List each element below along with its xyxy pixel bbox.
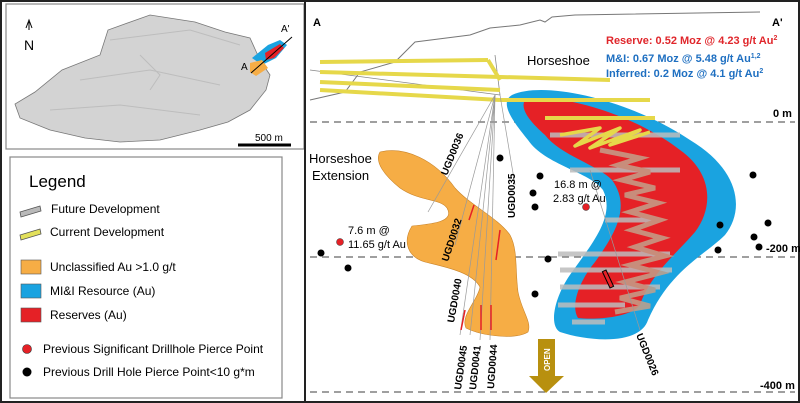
section-label-a: A bbox=[313, 17, 321, 29]
drillhole-label-ugd0044: UGD0044 bbox=[486, 344, 500, 390]
current-development bbox=[319, 58, 655, 150]
legend-label-reserves: Reserves (Au) bbox=[50, 308, 127, 322]
north-arrow-icon bbox=[25, 18, 33, 30]
drillhole-intercepts bbox=[460, 204, 501, 331]
legend-black-dot-icon bbox=[22, 367, 32, 377]
legend-title: Legend bbox=[29, 172, 86, 191]
drillhole-label-ugd0035: UGD0035 bbox=[507, 173, 518, 218]
drillhole-label-ugd0041: UGD0041 bbox=[468, 345, 484, 391]
significant-pierce-point-1 bbox=[336, 238, 344, 246]
intercept-1-grade: 11.65 g/t Au bbox=[348, 239, 406, 251]
legend-label-mi: MI&I Resource (Au) bbox=[50, 284, 155, 298]
legend-swatch-reserves bbox=[20, 307, 42, 323]
open-label: OPEN bbox=[543, 348, 552, 371]
elevation-label-0: 0 m bbox=[773, 108, 792, 120]
mi-stats: M&I: 0.67 Moz @ 5.48 g/t Au1,2 bbox=[606, 53, 761, 65]
inset-extension-zone bbox=[250, 60, 268, 76]
legend-swatch-current bbox=[19, 228, 42, 241]
pit-contours bbox=[49, 29, 241, 116]
elevation-label-200: -200 m bbox=[766, 243, 800, 255]
legend-label-unclassified: Unclassified Au >1.0 g/t bbox=[50, 260, 176, 274]
reserve-zone bbox=[523, 98, 708, 319]
legend-swatch-future bbox=[19, 205, 42, 218]
legend-red-dot-icon bbox=[22, 344, 32, 354]
section-label-a-prime: A' bbox=[772, 17, 783, 29]
north-label: N bbox=[24, 37, 34, 53]
elevation-label-400: -400 m bbox=[760, 380, 795, 392]
legend-swatch-unclassified bbox=[20, 259, 42, 275]
inset-label-a-prime: A' bbox=[281, 24, 290, 35]
drill-pierce-points bbox=[317, 154, 772, 298]
legend-label-significant: Previous Significant Drillhole Pierce Po… bbox=[43, 342, 264, 356]
section-line bbox=[250, 36, 293, 74]
intercept-1-length: 7.6 m @ bbox=[348, 225, 390, 237]
legend-label-pierce: Previous Drill Hole Pierce Point<10 g*m bbox=[43, 365, 255, 379]
future-development bbox=[550, 132, 680, 325]
legend-label-future: Future Development bbox=[51, 202, 160, 216]
drillhole-traces bbox=[427, 94, 641, 341]
scale-label: 500 m bbox=[255, 133, 283, 144]
inferred-stats: Inferred: 0.2 Moz @ 4.1 g/t Au2 bbox=[606, 68, 763, 80]
inset-map: A A' N 500 m bbox=[5, 3, 305, 150]
reserve-stats: Reserve: 0.52 Moz @ 4.23 g/t Au2 bbox=[606, 35, 777, 47]
zone-label-extension-1: Horseshoe bbox=[309, 151, 372, 166]
legend-frame bbox=[9, 156, 283, 399]
significant-pierce-point-2 bbox=[582, 203, 590, 211]
legend-swatch-mi bbox=[20, 283, 42, 299]
planned-stope-icon bbox=[601, 269, 615, 289]
open-pit-outline bbox=[14, 14, 271, 143]
legend: Legend Future Development Current Develo… bbox=[9, 156, 283, 399]
intercept-2-length: 16.8 m @ bbox=[554, 179, 602, 191]
zone-label-extension-2: Extension bbox=[312, 168, 369, 183]
open-arrow-icon: OPEN bbox=[529, 339, 564, 393]
inset-label-a: A bbox=[241, 62, 248, 73]
zone-label-horseshoe: Horseshoe bbox=[527, 53, 590, 68]
legend-label-current: Current Development bbox=[50, 225, 165, 239]
intercept-2-grade: 2.83 g/t Au bbox=[553, 193, 606, 205]
